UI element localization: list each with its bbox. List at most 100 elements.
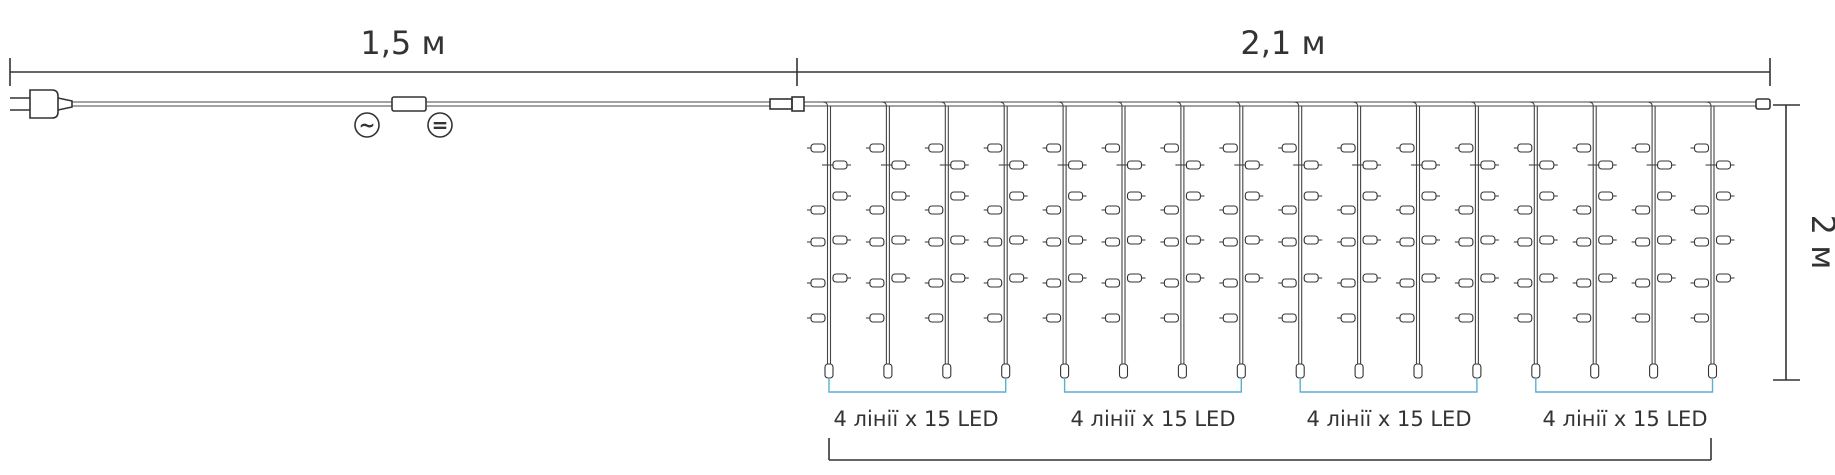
plug-icon bbox=[10, 89, 73, 119]
led-bulb bbox=[1539, 273, 1555, 283]
led-bulb bbox=[1576, 143, 1592, 153]
led-bulb-bottom bbox=[1413, 363, 1423, 379]
led-bulb bbox=[1399, 313, 1415, 323]
strand-hook bbox=[1705, 101, 1712, 107]
power-adapter-box bbox=[391, 96, 427, 112]
group-label-2: 4 лінії x 15 LED bbox=[1070, 407, 1235, 431]
led-bulb bbox=[1340, 205, 1356, 215]
led-bulb-bottom bbox=[1060, 363, 1070, 379]
led-bulb bbox=[1009, 191, 1025, 201]
end-cap-icon bbox=[1755, 98, 1771, 110]
led-bulb bbox=[1598, 160, 1614, 170]
strand-hook bbox=[1647, 101, 1653, 107]
led-bulb bbox=[1163, 237, 1179, 247]
strand-hook bbox=[999, 101, 1005, 107]
led-bulb bbox=[891, 235, 907, 245]
led-bulb bbox=[810, 278, 826, 288]
strand-hook bbox=[881, 101, 887, 107]
led-bulb bbox=[1517, 205, 1533, 215]
led-strand bbox=[1690, 101, 1735, 379]
led-bulb bbox=[1068, 191, 1084, 201]
led-bulb bbox=[1480, 160, 1496, 170]
led-strand bbox=[1572, 101, 1617, 379]
led-bulb bbox=[1480, 273, 1496, 283]
strand-hook bbox=[1175, 101, 1182, 107]
led-bulb bbox=[1222, 205, 1238, 215]
group-bracket bbox=[1299, 378, 1478, 393]
group-brackets bbox=[828, 378, 1714, 393]
led-bulb bbox=[869, 205, 885, 215]
led-strand bbox=[983, 101, 1028, 379]
led-bulb bbox=[950, 235, 966, 245]
led-strand bbox=[1101, 101, 1146, 379]
led-strand bbox=[1160, 101, 1205, 379]
group-label-1: 4 лінії x 15 LED bbox=[833, 407, 998, 431]
led-bulb bbox=[1222, 237, 1238, 247]
led-bulb-bottom bbox=[1531, 363, 1541, 379]
led-bulb bbox=[1046, 237, 1062, 247]
led-bulb bbox=[869, 143, 885, 153]
led-bulb bbox=[1635, 278, 1651, 288]
led-bulb bbox=[832, 160, 848, 170]
led-bulb bbox=[1480, 235, 1496, 245]
led-strand bbox=[1396, 101, 1440, 379]
ac-symbol: ~ bbox=[359, 113, 376, 137]
led-bulb bbox=[987, 313, 1003, 323]
led-bulb bbox=[1340, 278, 1356, 288]
led-bulb bbox=[869, 313, 885, 323]
led-bulb-bottom bbox=[1590, 363, 1600, 379]
led-bulb bbox=[1340, 143, 1356, 153]
led-bulb bbox=[832, 273, 848, 283]
led-bulb bbox=[1046, 278, 1062, 288]
strand-hook bbox=[1470, 101, 1476, 107]
led-bulb bbox=[1244, 235, 1260, 245]
led-bulb bbox=[810, 205, 826, 215]
led-strand bbox=[1337, 101, 1382, 379]
led-bulb bbox=[1635, 313, 1651, 323]
led-bulb-bottom bbox=[1177, 363, 1187, 379]
led-bulb bbox=[928, 278, 944, 288]
strand-hook bbox=[1058, 101, 1064, 107]
led-bulb bbox=[1185, 235, 1201, 245]
led-bulb bbox=[1126, 235, 1143, 245]
led-strand bbox=[1454, 101, 1499, 379]
led-strand bbox=[1631, 101, 1676, 379]
led-bulb bbox=[810, 237, 826, 247]
led-bulb bbox=[1576, 313, 1592, 323]
led-bulb bbox=[1458, 205, 1474, 215]
led-bulb bbox=[1281, 205, 1297, 215]
strand-hook bbox=[822, 101, 829, 107]
led-bulb-bottom bbox=[942, 363, 952, 379]
led-bulb bbox=[1421, 235, 1437, 245]
led-bulb bbox=[1281, 237, 1297, 247]
led-bulb bbox=[1517, 313, 1533, 323]
led-bulb bbox=[1715, 235, 1732, 245]
led-bulb bbox=[1104, 278, 1121, 288]
led-strands bbox=[807, 101, 1735, 379]
led-bulb bbox=[1693, 205, 1710, 215]
led-bulb-bottom bbox=[1001, 363, 1011, 379]
led-bulb bbox=[1458, 313, 1474, 323]
led-bulb bbox=[1009, 235, 1025, 245]
led-bulb bbox=[1480, 191, 1496, 201]
ac-symbol-icon: ~ bbox=[354, 112, 380, 138]
led-bulb bbox=[1009, 160, 1025, 170]
led-bulb bbox=[1715, 191, 1732, 201]
led-bulb bbox=[950, 160, 966, 170]
led-strand bbox=[1513, 101, 1558, 379]
led-bulb bbox=[1340, 237, 1356, 247]
power-cable bbox=[72, 96, 805, 112]
led-bulb bbox=[1421, 273, 1437, 283]
led-bulb bbox=[1222, 313, 1238, 323]
led-bulb bbox=[1281, 143, 1297, 153]
led-bulb bbox=[1421, 160, 1437, 170]
led-bulb bbox=[1222, 278, 1238, 288]
led-bulb bbox=[1281, 278, 1297, 288]
led-bulb bbox=[987, 143, 1003, 153]
led-strand bbox=[1278, 101, 1323, 379]
strand-hook bbox=[1588, 101, 1594, 107]
led-bulb bbox=[810, 143, 826, 153]
led-bulb bbox=[1126, 273, 1143, 283]
dc-symbol-icon: = bbox=[427, 112, 453, 138]
led-bulb bbox=[950, 191, 966, 201]
